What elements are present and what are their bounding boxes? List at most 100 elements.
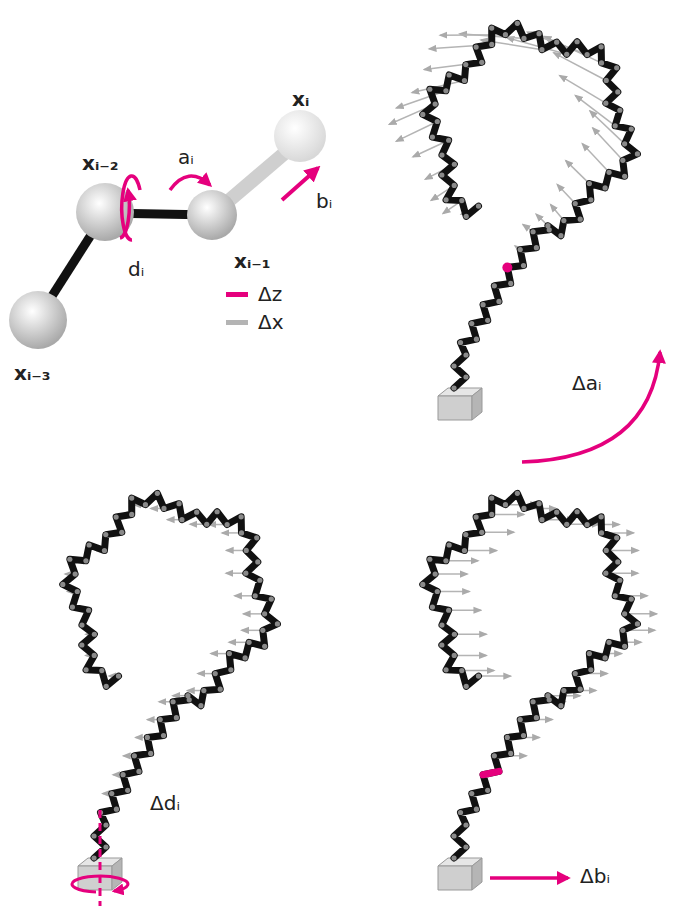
displacement-arrow [449, 610, 481, 612]
atom-dot [479, 60, 484, 65]
atom-dot [420, 112, 425, 117]
atom-dot [70, 604, 75, 609]
atom-dot [615, 559, 620, 564]
atom-dot [622, 644, 627, 649]
atom-dot [604, 78, 609, 83]
atom-dot [463, 62, 468, 67]
atom-dot [104, 684, 109, 689]
atom-dot [462, 548, 467, 553]
bond-chain [9, 110, 326, 349]
atom-dot [275, 621, 280, 626]
atom-dot [613, 593, 618, 598]
atom-dot [489, 42, 494, 47]
atom-dot [158, 717, 163, 722]
atom-dot [451, 363, 456, 368]
atom-dot [119, 530, 124, 535]
atom-dot [464, 684, 469, 689]
atom-dot [204, 522, 209, 527]
atom-dot [635, 621, 640, 626]
atom-dot [91, 833, 96, 838]
symbol-label: dᵢ [128, 258, 144, 280]
protein-chain [389, 21, 640, 420]
atom-dot [603, 101, 608, 106]
displacement-arrow [435, 573, 467, 575]
displacement-arrow [464, 550, 496, 552]
atom-dot [603, 185, 608, 190]
atom-dot [102, 548, 107, 553]
atom-dot [99, 668, 104, 673]
atom-dot [116, 674, 121, 679]
atom-dot [75, 589, 80, 594]
displacement-arrow [478, 675, 510, 677]
atom-dot [469, 321, 474, 326]
translation-arrow [490, 876, 568, 880]
atom-dot [227, 651, 232, 656]
atom-dot [161, 733, 166, 738]
backbone [423, 23, 638, 388]
atom-dot [620, 158, 625, 163]
atom-dot [79, 642, 84, 647]
atom-dot [439, 172, 444, 177]
displacement-arrow [437, 591, 469, 593]
atom-dot [67, 557, 72, 562]
atom-dot [599, 514, 604, 519]
atom-dot [564, 52, 569, 57]
atom-dot [530, 229, 535, 234]
atom-dot [462, 78, 467, 83]
atom-dot [539, 517, 544, 522]
atom-dot [585, 52, 590, 57]
atom-dot [194, 510, 199, 515]
torsion-arrow [120, 176, 140, 240]
anchor-box [472, 388, 482, 420]
atom-dot [480, 302, 485, 307]
atom-dot [132, 753, 137, 758]
atom-dot [91, 855, 96, 860]
atom-dot [114, 807, 119, 812]
atom-dot [430, 134, 435, 139]
bond-marker [483, 771, 499, 774]
atom-dot [143, 502, 148, 507]
atom-dot [243, 571, 248, 576]
atom-dot [215, 509, 220, 514]
atom-dot [604, 548, 609, 553]
atom-dot [239, 514, 244, 519]
atom-dot [554, 510, 559, 515]
anchor-box [438, 866, 472, 890]
symbol-label: xᵢ₋₂ [82, 152, 119, 174]
anchor-box [112, 858, 122, 890]
atom-dot [198, 703, 203, 708]
atom-dot [489, 25, 494, 30]
atom-dot [103, 844, 108, 849]
atom-dot [257, 578, 262, 583]
atom-dot [496, 299, 501, 304]
atom-dot [617, 108, 622, 113]
atom-dot [447, 542, 452, 547]
displacement-arrow [560, 76, 606, 104]
atom-dot [575, 509, 580, 514]
atom-dot [452, 653, 457, 658]
atom-dot [439, 642, 444, 647]
length-arrow [282, 168, 318, 200]
atom-dot [485, 788, 490, 793]
anchor-box [438, 396, 472, 420]
atom-dot [585, 522, 590, 527]
atom-dot [554, 40, 559, 45]
atom-dot [103, 822, 108, 827]
atom-dot [244, 548, 249, 553]
atom-dot [578, 687, 583, 692]
atom-dot [635, 151, 640, 156]
rotation-arrow [522, 352, 660, 462]
displacement-arrow [557, 185, 575, 204]
atom-dot [575, 39, 580, 44]
atom-dot [558, 233, 563, 238]
legend-row: Δz [226, 280, 284, 308]
atom-dot [474, 514, 479, 519]
rotation-axis [99, 810, 102, 906]
anchor-box [472, 858, 482, 890]
atom-dot [463, 822, 468, 827]
legend-swatch [226, 320, 248, 325]
atom-dot [476, 204, 481, 209]
atom-dot [452, 162, 457, 167]
atom-dot [606, 640, 611, 645]
atom-dot [489, 512, 494, 517]
